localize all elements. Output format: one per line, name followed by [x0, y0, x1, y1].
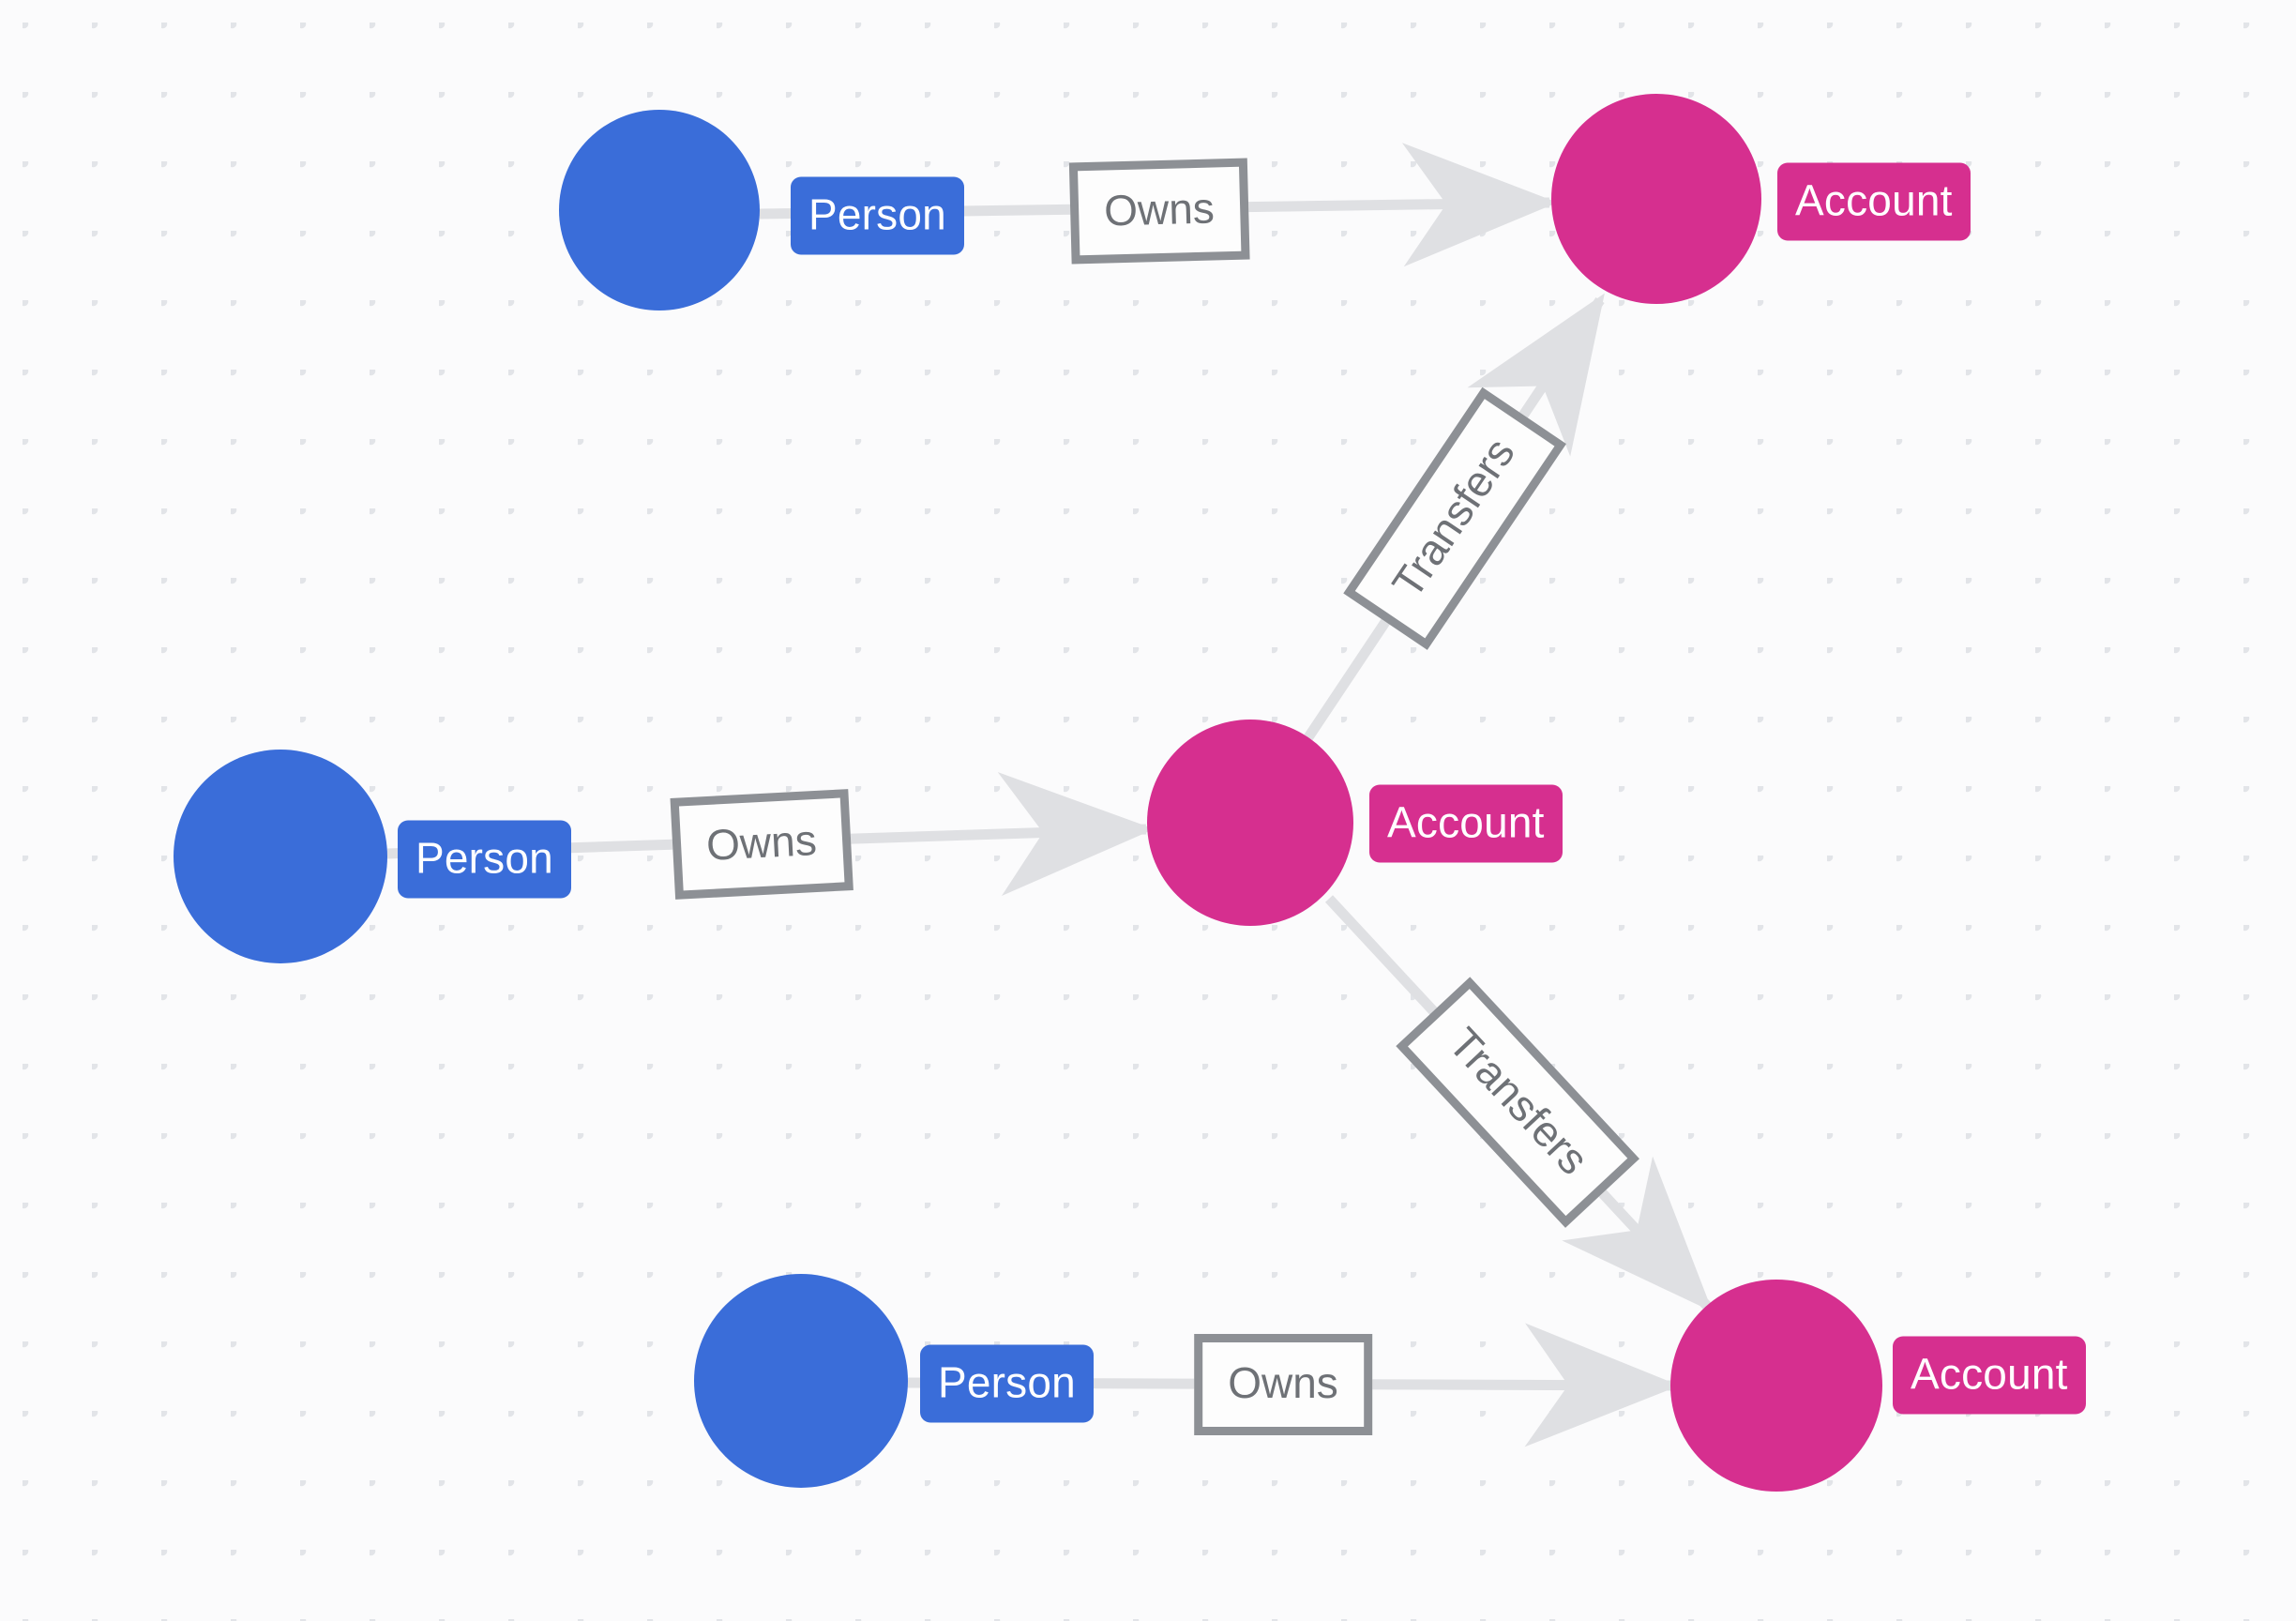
graph-node-person-3[interactable] — [694, 1274, 908, 1488]
graph-node-account-2[interactable] — [1147, 720, 1353, 926]
node-label-person-3[interactable]: Person — [920, 1344, 1094, 1423]
edge-label-owns-1[interactable]: Owns — [1068, 158, 1250, 265]
graph-node-person-1[interactable] — [559, 110, 760, 311]
edge-label-owns-2[interactable]: Owns — [670, 789, 853, 900]
graph-node-account-3[interactable] — [1670, 1280, 1882, 1492]
node-label-person-1[interactable]: Person — [791, 176, 964, 255]
node-label-account-2[interactable]: Account — [1369, 784, 1563, 863]
graph-node-account-1[interactable] — [1551, 94, 1761, 304]
edge-label-owns-3[interactable]: Owns — [1194, 1334, 1372, 1435]
graph-node-person-2[interactable] — [174, 750, 387, 963]
node-label-account-1[interactable]: Account — [1777, 162, 1971, 241]
edge-label-transfers-2[interactable]: Transfers — [1396, 977, 1639, 1228]
node-label-account-3[interactable]: Account — [1893, 1336, 2086, 1415]
node-label-person-2[interactable]: Person — [398, 820, 571, 899]
edge-label-transfers-1[interactable]: Transfers — [1343, 387, 1566, 650]
